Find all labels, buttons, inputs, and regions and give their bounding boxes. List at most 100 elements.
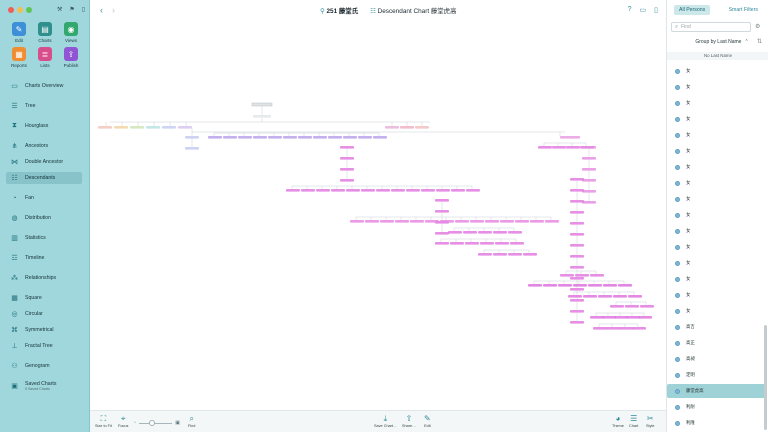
sidebar-item-fan[interactable]: ◔Fan — [6, 192, 82, 204]
find-button[interactable]: ⌕ Find — [188, 414, 196, 428]
person-node[interactable] — [451, 189, 465, 192]
person-node[interactable] — [573, 284, 587, 287]
person-node[interactable] — [602, 316, 616, 319]
person-node[interactable] — [406, 189, 420, 192]
person-node[interactable] — [435, 232, 449, 235]
zoom-window-button[interactable] — [26, 7, 32, 13]
person-node[interactable] — [638, 316, 652, 319]
person-node[interactable] — [570, 266, 584, 269]
person-node[interactable] — [603, 284, 617, 287]
person-row[interactable]: 利隆 — [667, 416, 765, 430]
persons-scrollbar[interactable] — [764, 325, 767, 430]
share-button[interactable]: ⇧ Share… — [402, 414, 416, 428]
edit-button[interactable]: ✎ Edit — [424, 414, 431, 428]
person-row[interactable]: 女 — [667, 288, 765, 302]
person-node[interactable] — [625, 305, 639, 308]
person-row[interactable]: 藤堂虎高 — [667, 384, 765, 398]
person-node[interactable] — [566, 146, 580, 149]
person-node[interactable] — [283, 136, 297, 139]
person-node[interactable] — [560, 274, 574, 277]
sidebar-toggle-icon[interactable]: ▯ — [81, 7, 86, 13]
close-window-button[interactable] — [8, 7, 14, 13]
person-node[interactable] — [208, 136, 222, 139]
person-node[interactable] — [570, 222, 584, 225]
person-node[interactable] — [570, 288, 584, 291]
tools-icon[interactable]: ⚒ — [57, 7, 63, 13]
tool-reports-button[interactable]: ▦Reports — [6, 47, 32, 68]
theme-button[interactable]: ◕ Theme — [612, 414, 624, 428]
person-row[interactable]: 定明 — [667, 368, 765, 382]
zoom-in-icon[interactable]: ▣ — [175, 420, 180, 426]
zoom-slider-knob[interactable] — [148, 419, 155, 426]
person-node[interactable] — [480, 242, 494, 245]
person-node[interactable] — [582, 201, 596, 204]
person-node[interactable] — [410, 220, 424, 223]
sidebar-item-genogram[interactable]: ⚇Genogram — [6, 360, 82, 372]
person-node[interactable] — [114, 126, 128, 129]
person-node[interactable] — [376, 189, 390, 192]
minimize-window-button[interactable] — [17, 7, 23, 13]
person-row[interactable]: 女 — [667, 112, 765, 126]
person-row[interactable]: 利耐 — [667, 400, 765, 414]
focus-button[interactable]: ⌖ Focus — [118, 414, 129, 428]
person-node[interactable] — [640, 305, 654, 308]
person-node[interactable] — [340, 168, 354, 171]
folder-icon[interactable]: ▭ — [639, 7, 647, 14]
person-node[interactable] — [545, 220, 559, 223]
person-node[interactable] — [568, 295, 582, 298]
person-node[interactable] — [450, 242, 464, 245]
person-node[interactable] — [570, 211, 584, 214]
person-row[interactable]: 高正 — [667, 336, 765, 350]
person-row[interactable]: 女 — [667, 272, 765, 286]
person-node[interactable] — [301, 189, 315, 192]
person-node[interactable] — [425, 220, 439, 223]
tool-edit-button[interactable]: ✎Edit — [6, 22, 32, 43]
person-row[interactable]: 女 — [667, 192, 765, 206]
person-node[interactable] — [470, 220, 484, 223]
person-node[interactable] — [331, 189, 345, 192]
person-node[interactable] — [528, 284, 542, 287]
person-node[interactable] — [508, 231, 522, 234]
tool-lists-button[interactable]: ≣Lists — [32, 47, 58, 68]
sidebar-item-descendants[interactable]: ☷Descendants — [6, 172, 82, 184]
zoom-out-icon[interactable]: ▫ — [134, 420, 136, 426]
person-node[interactable] — [435, 242, 449, 245]
sidebar-item-distribution[interactable]: ◍Distribution — [6, 212, 82, 224]
person-node[interactable] — [421, 189, 435, 192]
person-node[interactable] — [286, 189, 300, 192]
person-node[interactable] — [350, 220, 364, 223]
chart-settings-button[interactable]: ☰ Chart — [629, 414, 639, 428]
sidebar-item-square[interactable]: ▦Square — [6, 292, 82, 304]
person-node[interactable] — [185, 147, 199, 150]
person-node[interactable] — [570, 200, 584, 203]
person-node[interactable] — [435, 210, 449, 213]
person-node[interactable] — [448, 231, 462, 234]
person-node[interactable] — [582, 157, 596, 160]
person-node[interactable] — [538, 146, 552, 149]
person-row[interactable]: 女 — [667, 128, 765, 142]
person-node[interactable] — [415, 126, 429, 129]
person-node[interactable] — [570, 189, 584, 192]
sidebar-item-relationships[interactable]: ⁂Relationships — [6, 272, 82, 284]
person-node[interactable] — [558, 284, 572, 287]
descendant-chart[interactable] — [90, 22, 666, 410]
sidebar-item-double-ancestor[interactable]: ⋈Double Ancestor — [6, 156, 82, 168]
person-node[interactable] — [395, 220, 409, 223]
person-node[interactable] — [560, 136, 580, 139]
person-node[interactable] — [365, 220, 379, 223]
person-node[interactable] — [361, 189, 375, 192]
person-node[interactable] — [508, 253, 522, 256]
person-node[interactable] — [466, 189, 480, 192]
filter-settings-icon[interactable]: ⚙ — [755, 24, 761, 30]
sidebar-item-ancestors[interactable]: ⋔Ancestors — [6, 140, 82, 152]
group-by-select[interactable]: Group by Last Name ⌃ — [687, 37, 757, 47]
person-node[interactable] — [588, 284, 602, 287]
person-node[interactable] — [619, 327, 633, 330]
person-node[interactable] — [590, 274, 604, 277]
person-node[interactable] — [373, 136, 387, 139]
person-node[interactable] — [618, 284, 632, 287]
person-node[interactable] — [253, 115, 271, 118]
person-node[interactable] — [493, 231, 507, 234]
person-node[interactable] — [593, 327, 607, 330]
person-node[interactable] — [570, 310, 584, 313]
